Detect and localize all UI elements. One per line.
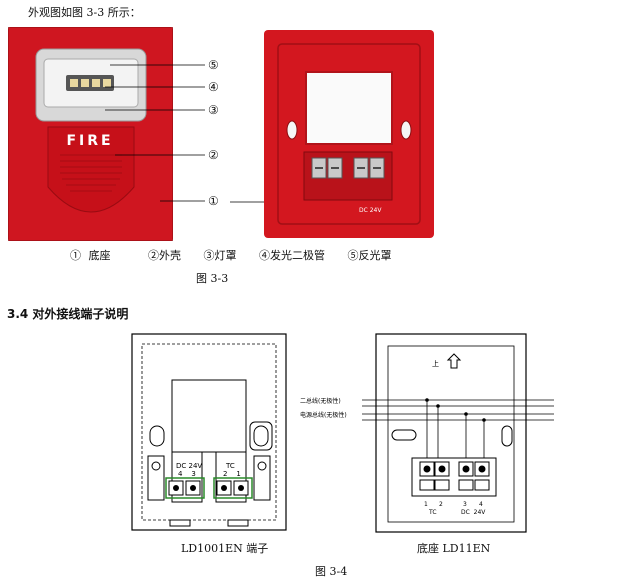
tc-label-right: TC bbox=[428, 509, 437, 516]
pin-4: 4 bbox=[479, 501, 483, 508]
callout-2: ② bbox=[208, 148, 219, 162]
strobe-photo: FIRE bbox=[8, 27, 173, 241]
pin-2: 2 bbox=[439, 501, 443, 508]
legend-item: ⑤反光罩 bbox=[347, 249, 392, 262]
dc-label: DC 24V bbox=[176, 462, 202, 470]
legend-item: ① 底座 bbox=[70, 249, 111, 262]
section-heading: 3.4 对外接线端子说明 bbox=[7, 307, 129, 321]
dc-pins: 4 3 bbox=[178, 470, 196, 478]
base-photo: DC 24V bbox=[264, 30, 434, 238]
figure-3-3-caption: 图 3-3 bbox=[196, 272, 229, 285]
left-diagram-caption: LD1001EN 端子 bbox=[181, 542, 269, 555]
callout-5: ⑤ bbox=[208, 58, 219, 72]
legend-item: ③灯罩 bbox=[203, 249, 237, 262]
up-label: 上 bbox=[432, 359, 439, 368]
tc-label: TC bbox=[225, 462, 235, 470]
tc-pins: 2 1 bbox=[223, 470, 241, 478]
callout-3: ③ bbox=[208, 103, 219, 117]
legend-item: ④发光二极管 bbox=[258, 249, 325, 262]
pin-3: 3 bbox=[463, 501, 467, 508]
intro-text: 外观图如图 3-3 所示： bbox=[28, 6, 141, 19]
figure-legend: ① 底座 ②外壳 ③灯罩 ④发光二极管 ⑤反光罩 bbox=[70, 247, 391, 263]
callout-lines bbox=[105, 64, 205, 202]
bus-power-label: 电源总线(无极性) bbox=[300, 411, 347, 419]
terminal-diagram-right: 上 二总线(无极性) 电源总线(无极性) 1 2 bbox=[300, 333, 554, 533]
base-terminal-label: DC 24V bbox=[359, 207, 382, 214]
terminal-diagram-left: DC 24V 4 3 TC 2 1 bbox=[131, 333, 287, 531]
pin-1: 1 bbox=[424, 501, 428, 508]
fire-label: FIRE bbox=[66, 133, 113, 149]
callout-4: ④ bbox=[208, 80, 219, 94]
bus-two-wire-label: 二总线(无极性) bbox=[300, 397, 341, 405]
right-diagram-caption: 底座 LD11EN bbox=[417, 542, 491, 555]
figure-3-4-caption: 图 3-4 bbox=[315, 565, 348, 578]
legend-item: ②外壳 bbox=[147, 249, 181, 262]
dc-label-right: DC 24V bbox=[461, 509, 486, 516]
callout-1: ① bbox=[208, 194, 219, 208]
